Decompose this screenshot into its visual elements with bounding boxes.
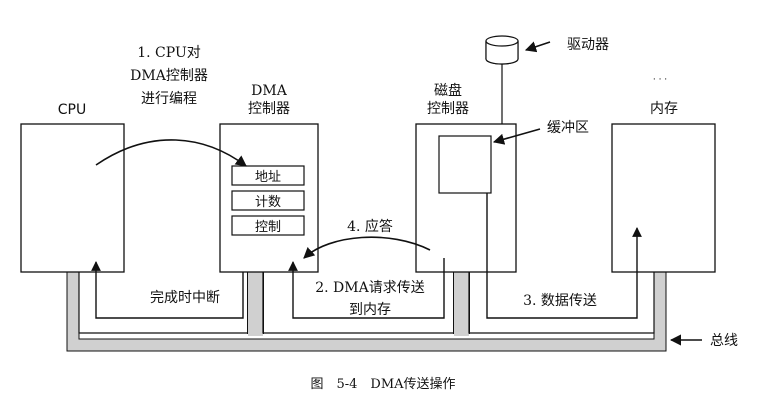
drive-icon xyxy=(485,35,519,65)
interrupt-label: 完成时中断 xyxy=(150,290,220,306)
step2-line2: 到内存 xyxy=(349,302,391,318)
memory-label-dots: · · · xyxy=(653,75,667,85)
dma-title-line2: 控制器 xyxy=(248,101,290,117)
memory-box xyxy=(611,123,716,273)
control-register-label: 控制 xyxy=(255,220,281,235)
memory-label: 内存 xyxy=(650,101,678,117)
step2-path xyxy=(288,258,445,319)
bus-label: 总线 xyxy=(710,333,738,349)
drive-label: 驱动器 xyxy=(567,37,609,53)
address-register xyxy=(231,165,305,186)
figure-caption: 图 5-4 DMA传送操作 xyxy=(310,376,455,392)
disk-title-line1: 磁盘 xyxy=(434,82,462,99)
bus xyxy=(66,272,667,352)
cpu-label: CPU xyxy=(58,102,86,118)
step4-label: 4. 应答 xyxy=(347,218,393,235)
count-register-label: 计数 xyxy=(255,195,281,210)
buffer-box xyxy=(438,135,492,194)
step2-line1: 2. DMA请求传送 xyxy=(315,280,424,296)
step1-arrow xyxy=(95,139,247,167)
step4-arrow xyxy=(303,236,431,259)
dma-title-line1: DMA xyxy=(251,83,288,99)
interrupt-path xyxy=(91,261,244,319)
step1-line2: DMA控制器 xyxy=(130,68,208,84)
address-register-label: 地址 xyxy=(255,170,281,185)
buffer-pointer-arrow xyxy=(492,128,541,145)
step3-path xyxy=(486,193,642,319)
control-register xyxy=(231,215,305,236)
buffer-label: 缓冲区 xyxy=(547,120,589,136)
cpu-box xyxy=(20,123,125,273)
disk-title-line2: 控制器 xyxy=(427,101,469,117)
step1-line3: 进行编程 xyxy=(141,91,197,107)
drive-pointer-arrow xyxy=(524,41,551,53)
step3-label: 3. 数据传送 xyxy=(523,293,597,309)
count-register xyxy=(231,190,305,211)
step1-line1: 1. CPU对 xyxy=(137,45,201,61)
